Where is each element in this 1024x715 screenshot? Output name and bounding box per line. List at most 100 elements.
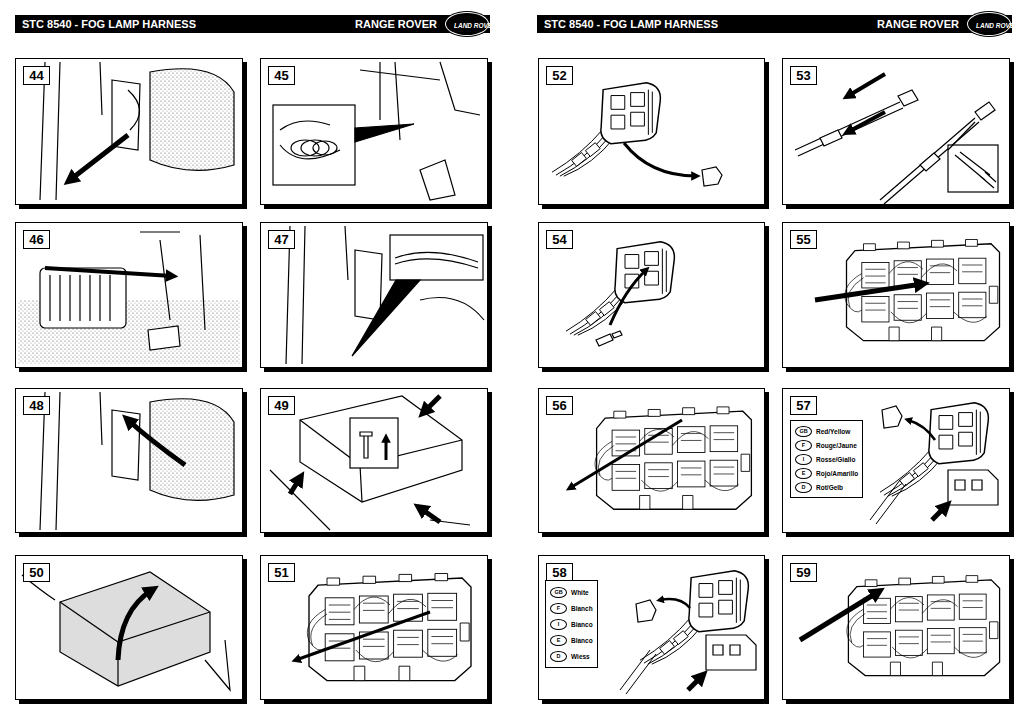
key-row: F Blanch (550, 600, 593, 616)
colour-name: Rouge/Jaune (816, 442, 857, 449)
step-number: 45 (274, 69, 288, 83)
vehicle-name: RANGE ROVER (355, 17, 437, 31)
step-panel: 55 (782, 222, 1010, 368)
step-panel: 53 (782, 58, 1010, 205)
panel-53-art-part (948, 145, 998, 192)
panel-49-art-part (360, 432, 372, 458)
step-number-box: 47 (268, 230, 295, 249)
step-number: 49 (274, 399, 288, 413)
panel-49-art-part (420, 508, 440, 522)
colour-name: Blanco (571, 637, 593, 644)
step-number: 58 (552, 566, 566, 580)
step-panel: 47 (260, 222, 488, 368)
panel-53-art (795, 74, 998, 204)
key-row: DWiess (550, 648, 593, 664)
panel-55-art (815, 240, 1000, 341)
panel-57-art-part (870, 480, 906, 524)
language-code: F (550, 603, 567, 614)
colour-name: White (571, 589, 589, 596)
panel-52-art (552, 83, 722, 186)
vehicle-name: RANGE ROVER (877, 17, 959, 31)
panel-50-art-part (60, 602, 210, 686)
step-panel: 46 (15, 222, 243, 368)
panel-45-art-part (280, 121, 340, 159)
step-panel: 51 (260, 555, 488, 700)
panel-58-art (620, 571, 756, 694)
panel-55-art-part (815, 284, 922, 300)
colour-name: Rot/Gelb (816, 484, 843, 491)
panel-47-art-part (390, 235, 483, 280)
panel-58-art-part (620, 650, 656, 694)
language-code: I (795, 454, 812, 465)
panel-45-art (273, 62, 480, 200)
step-number-box: 49 (268, 396, 295, 415)
panel-46-art (18, 232, 240, 364)
step-panel: 52 (538, 58, 765, 205)
panel-59-art-part (847, 576, 1000, 676)
panel-44-art-part (40, 62, 140, 200)
panel-44-art (40, 62, 234, 200)
panel-54-art-part (566, 242, 674, 335)
colour-name: Wiess (571, 653, 590, 660)
header-band: STC 8540 - FOG LAMP HARNESSRANGE ROVERLA… (15, 15, 490, 33)
step-number: 50 (29, 566, 43, 580)
panel-53-art-part (898, 90, 995, 120)
panel-46-art-part (140, 232, 205, 350)
step-panel: 49 (260, 388, 488, 533)
panel-47-art-part (352, 280, 420, 356)
panel-59-art (800, 576, 1000, 676)
panel-58-art-part (636, 600, 656, 622)
panel-49-art-part (350, 418, 398, 468)
panel-56-art-part (570, 420, 682, 488)
panel-47-art-part (286, 226, 484, 364)
step-panel: 50 (15, 555, 243, 700)
panel-50-art-part (22, 575, 230, 690)
panel-46-art-part (45, 268, 172, 276)
language-code: E (550, 635, 567, 646)
panel-53-art-part (848, 74, 885, 96)
step-number: 57 (796, 399, 810, 413)
key-row: D Rot/Gelb (795, 480, 858, 494)
panel-45-art-part (273, 105, 355, 185)
step-number: 59 (796, 566, 810, 580)
panel-59-art-part (800, 592, 878, 640)
step-panel: 48 (15, 388, 243, 533)
step-number: 46 (29, 233, 43, 247)
step-number-box: 55 (790, 230, 817, 249)
panel-49-art-part (424, 396, 440, 412)
panel-45-art-part (355, 124, 414, 142)
step-number: 52 (552, 69, 566, 83)
panel-50-art-part (60, 572, 210, 686)
panel-52-art-part (624, 143, 696, 176)
panel-50-art-part (118, 590, 152, 660)
panel-45-art-part (301, 140, 329, 156)
step-number-box: 50 (23, 563, 50, 582)
panel-52-art-part (702, 167, 722, 186)
key-row: GBRed/Yellow (795, 424, 858, 438)
step-number-box: 53 (790, 66, 817, 85)
step-number-box: 54 (546, 230, 573, 249)
panel-53-art-part (820, 130, 940, 171)
panel-44-art-part (150, 69, 234, 171)
logo-badge: LAND ROVER (445, 12, 489, 36)
step-number: 54 (552, 233, 566, 247)
language-code: I (550, 619, 567, 630)
panel-58-art-part (660, 599, 690, 608)
panel-46-art-part (50, 275, 110, 321)
step-number-box: 52 (546, 66, 573, 85)
header-title: STC 8540 - FOG LAMP HARNESS (544, 17, 718, 31)
step-number: 44 (29, 69, 43, 83)
panel-53-art-part (955, 152, 996, 188)
language-code: D (795, 482, 812, 493)
key-row: E Blanco (550, 632, 593, 648)
step-panel: 57GBRed/YellowFRouge/JauneIRosse/GialloE… (782, 388, 1010, 533)
panel-54-art-part (596, 331, 622, 346)
step-number-box: 51 (268, 563, 295, 582)
colour-name: Blanch (571, 605, 593, 612)
header-band: STC 8540 - FOG LAMP HARNESSRANGE ROVERLA… (537, 15, 1012, 33)
panel-47-art (286, 226, 484, 364)
step-number: 53 (796, 69, 810, 83)
panel-58-art-part (688, 676, 702, 690)
panel-46-art-part (40, 268, 126, 328)
